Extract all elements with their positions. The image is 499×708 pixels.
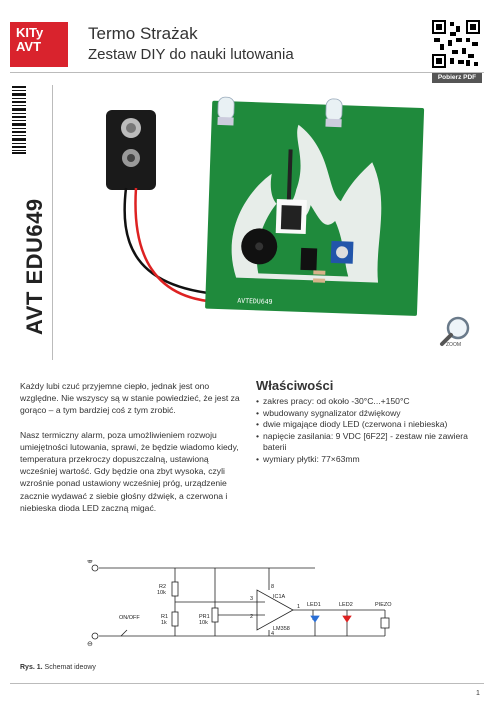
zoom-icon[interactable] [440,316,470,346]
r2-value: 10k [157,590,166,596]
led2-label: LED2 [339,602,353,608]
ic-pin-8: 8 [271,584,274,590]
r2-label: R2 [159,584,166,590]
kity-avt-logo: KITy AVT [10,22,68,67]
property-item: zakres pracy: od około -30°C...+150°C [256,396,484,408]
ic-pin-1: 1 [297,604,300,610]
product-photo: AVTEDU649 [106,96,470,346]
page-number: 1 [476,690,480,697]
product-code: AVT EDU649 [22,198,47,335]
side-divider [52,85,53,360]
pr1-label: PR1 [199,614,210,620]
intro-paragraph-1: Każdy lubi czuć przyjemne ciepło, jednak… [20,381,240,416]
r1-value: 1k [161,620,167,626]
intro-paragraph-2: Nasz termiczny alarm, poza umożliwieniem… [20,429,239,513]
properties-heading: Właściwości [256,378,334,393]
page-subtitle: Zestaw DIY do nauki lutowania [88,46,294,63]
minus-terminal: ⊖ [87,641,93,648]
led1-label: LED1 [307,602,321,608]
figure-caption: Rys. 1. Schemat ideowy [20,664,96,671]
zoom-label: ZOOM [446,342,461,348]
ic-pin-4: 4 [271,631,274,637]
ic-type: LM358 [273,626,290,632]
ic-pin-2: 2 [250,614,253,620]
intro-text: Każdy lubi czuć przyjemne ciepło, jednak… [20,380,240,526]
logo-line2: AVT [16,39,42,54]
property-item: wbudowany sygnalizator dźwiękowy [256,408,484,420]
download-pdf-button[interactable]: Pobierz PDF [432,72,482,83]
properties-list: zakres pracy: od około -30°C...+150°C wb… [256,396,484,466]
property-item: wymiary płytki: 77×63mm [256,454,484,466]
footer-divider [10,683,484,684]
plus-terminal: ⊕ [87,560,93,565]
logo-line1: KITy [16,25,44,40]
page-title: Termo Strażak [88,24,198,43]
circuit-schematic: ⊕ ⊖ R2 10k R1 1k PR1 10k ON/OFF IC1A LM3… [87,560,392,648]
pr1-value: 10k [199,620,208,626]
piezo-label: PIEZO [375,602,392,608]
caption-label: Rys. 1. [20,664,43,671]
caption-text: Schemat ideowy [44,664,96,671]
qr-code-icon[interactable] [432,20,480,68]
property-item: napięcie zasilania: 9 VDC [6F22] - zesta… [256,431,484,454]
property-item: dwie migające diody LED (czerwona i nieb… [256,419,484,431]
ic-label: IC1A [273,594,286,600]
barcode-icon [12,86,26,154]
battery-clip [106,110,156,190]
board-label: AVTEDU649 [237,297,273,306]
header-divider [10,72,484,73]
onoff-label: ON/OFF [119,615,140,621]
r1-label: R1 [161,614,168,620]
ic-pin-3: 3 [250,596,253,602]
